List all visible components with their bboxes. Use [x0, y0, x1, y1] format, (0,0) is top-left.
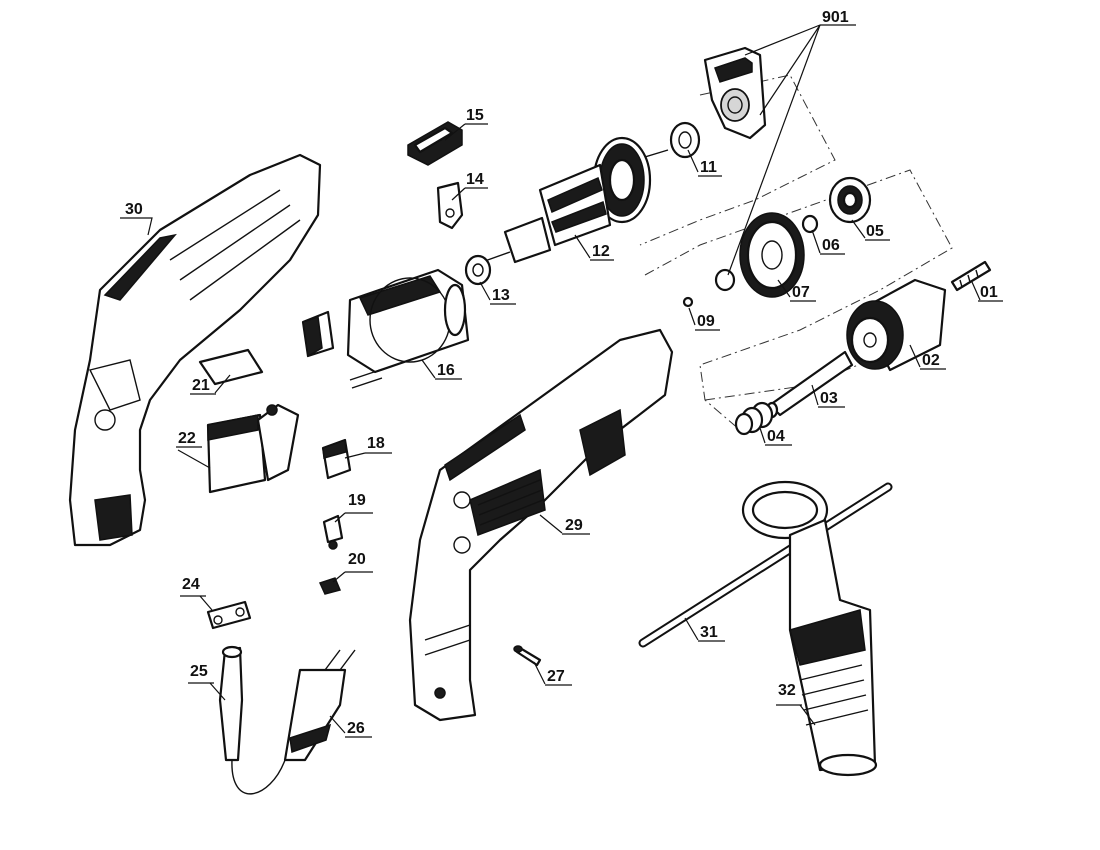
part-32-side-handle [741, 480, 878, 777]
callout-04-label: 04 [767, 428, 785, 445]
part-901-bearing-bracket [703, 46, 767, 140]
callout-14: 14 [466, 171, 484, 188]
callout-01-label: 01 [980, 284, 998, 301]
part-29-main-housing [408, 328, 674, 722]
callout-30: 30 [125, 201, 143, 218]
callout-32: 32 [776, 682, 802, 706]
callout-11-label: 11 [700, 159, 717, 176]
part-24-cable-clamp [206, 600, 252, 630]
part-21-pad [198, 348, 264, 386]
callout-19-label: 19 [348, 492, 366, 509]
callout-16-label: 16 [437, 362, 455, 379]
callout-03: 03 [818, 390, 845, 408]
callout-13: 13 [490, 287, 516, 305]
part-14-plate [436, 181, 464, 230]
callout-18: 18 [365, 435, 392, 454]
callout-16: 16 [435, 362, 462, 380]
callout-21-label: 21 [192, 377, 210, 394]
callout-11: 11 [698, 159, 722, 177]
callout-901: 901 [820, 9, 856, 26]
leader-lines [120, 24, 981, 734]
callout-09: 09 [695, 313, 720, 331]
part-11-bearing [669, 121, 701, 159]
callout-901-label: 901 [822, 9, 849, 26]
part-02-chuck [846, 278, 947, 372]
callout-02: 02 [920, 352, 946, 370]
callout-25-label: 25 [190, 663, 208, 680]
callout-15-label: 15 [466, 107, 484, 124]
part-30-housing-left [68, 153, 322, 547]
callout-04: 04 [765, 428, 792, 446]
part-brush-block [301, 310, 335, 358]
callout-22-label: 22 [178, 430, 196, 447]
part-16-stator [346, 268, 470, 389]
part-12-armature [481, 136, 669, 264]
callout-26: 26 [345, 720, 372, 738]
part-27-screw [513, 645, 542, 667]
callout-14-label: 14 [466, 171, 484, 188]
part-06-ring [801, 214, 819, 234]
callout-25: 25 [188, 663, 214, 684]
callout-24: 24 [180, 576, 206, 597]
callout-20: 20 [345, 551, 373, 573]
callout-24-label: 24 [182, 576, 200, 593]
callout-02-label: 02 [922, 352, 940, 369]
callout-30-label: 30 [125, 201, 143, 218]
callout-07-label: 07 [792, 284, 810, 301]
callout-03-label: 03 [820, 390, 838, 407]
callout-29: 29 [562, 517, 590, 535]
callout-15: 15 [466, 107, 484, 124]
callout-32-label: 32 [778, 682, 796, 699]
callout-29-label: 29 [565, 517, 583, 534]
part-04-spring [734, 401, 774, 436]
part-01-screw [950, 260, 992, 292]
callout-21: 21 [190, 377, 216, 395]
part-13-bearing [464, 254, 492, 286]
callout-06: 06 [820, 237, 845, 255]
callout-26-label: 26 [347, 720, 365, 737]
callout-labels: 901 15 14 11 12 13 30 05 06 07 01 09 16 … [125, 9, 1003, 738]
part-20-plate [318, 577, 342, 595]
part-25-26-power-cable [218, 645, 356, 795]
part-09-ball [682, 268, 736, 308]
callout-12: 12 [590, 243, 614, 261]
callout-06-label: 06 [822, 237, 840, 254]
part-15-clip [407, 121, 463, 166]
callout-31: 31 [698, 624, 725, 642]
callout-05: 05 [865, 223, 890, 241]
part-19-capacitor [322, 514, 344, 550]
callout-22: 22 [176, 430, 202, 448]
callout-19: 19 [345, 492, 373, 514]
part-22-switch [206, 403, 300, 494]
part-18-switch-block [321, 438, 352, 480]
callout-27-label: 27 [547, 668, 565, 685]
part-31-depth-rod [638, 482, 893, 648]
callout-20-label: 20 [348, 551, 366, 568]
callout-31-label: 31 [700, 624, 718, 641]
callout-05-label: 05 [866, 223, 884, 240]
callout-09-label: 09 [697, 313, 715, 330]
callout-12-label: 12 [592, 243, 610, 260]
part-07-gear [739, 212, 805, 298]
callout-13-label: 13 [492, 287, 510, 304]
callout-07: 07 [790, 284, 816, 302]
callout-27: 27 [545, 668, 572, 686]
callout-18-label: 18 [367, 435, 385, 452]
part-05-bearing [828, 176, 872, 224]
callout-01: 01 [978, 284, 1003, 302]
